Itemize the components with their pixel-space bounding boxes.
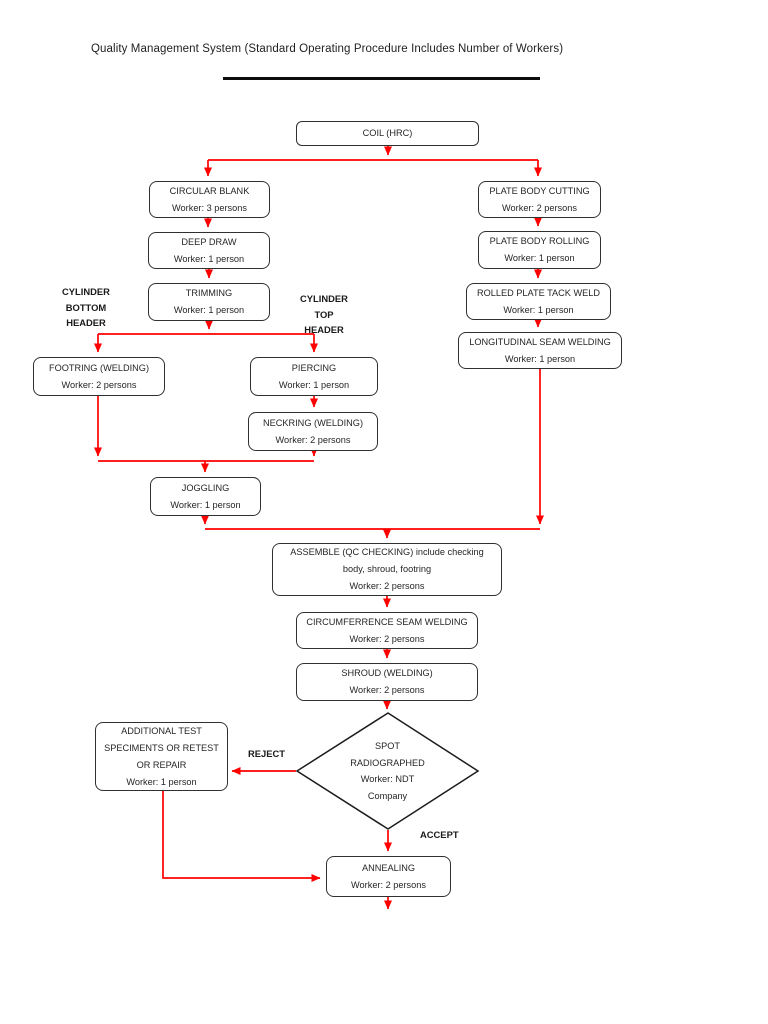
node-label: CIRCUMFERRENCE SEAM WELDING [306, 616, 468, 627]
node-coil: COIL (HRC) [296, 121, 479, 146]
node-label: JOGGLING [181, 482, 230, 493]
node-label: SHROUD (WELDING) [341, 668, 433, 678]
node-label: FOOTRING (WELDING) [48, 362, 150, 373]
node-piercing: PIERCING Worker: 1 person [250, 357, 378, 396]
node-worker-count: Worker: 2 persons [349, 633, 425, 644]
connector-retest-annealing [162, 791, 321, 882]
node-label: NECKRING (WELDING) [262, 417, 364, 428]
decision-diamond-shape [295, 712, 480, 830]
node-worker-count: Worker: 1 person [504, 253, 575, 263]
node-deep-draw: DEEP DRAW Worker: 1 person [148, 232, 270, 269]
node-worker-count: Worker: 2 persons [275, 434, 351, 445]
node-worker-count: Worker: 1 person [126, 776, 197, 787]
node-label: DEEP DRAW [181, 236, 237, 247]
node-longitudinal-seam-welding: LONGITUDINAL SEAM WELDING Worker: 1 pers… [458, 332, 622, 369]
title-underline [223, 77, 540, 80]
node-circular-blank: CIRCULAR BLANK Worker: 3 persons [149, 181, 270, 218]
node-plate-body-cutting: PLATE BODY CUTTING Worker: 2 persons [478, 181, 601, 218]
node-additional-test-retest-repair: ADDITIONAL TEST SPECIMENTS OR RETEST OR … [95, 722, 228, 791]
node-worker-count: Worker: 2 persons [349, 685, 425, 695]
node-label: PLATE BODY CUTTING [489, 185, 590, 196]
node-plate-body-rolling: PLATE BODY ROLLING Worker: 1 person [478, 231, 601, 269]
node-assemble-qc-checking: ASSEMBLE (QC CHECKING) include checking … [272, 543, 502, 596]
page-title: Quality Management System (Standard Oper… [91, 43, 564, 55]
node-label: LONGITUDINAL SEAM WELDING [469, 336, 611, 347]
node-worker-count: Worker: 2 persons [502, 202, 577, 213]
node-worker-count: Worker: 1 person [278, 379, 350, 390]
node-label: SPOT RADIOGRAPHED [350, 741, 425, 768]
node-worker-count: Worker: 2 persons [349, 581, 425, 591]
node-worker-count: Worker: NDT Company [360, 774, 415, 801]
node-label: PLATE BODY ROLLING [489, 236, 590, 246]
node-worker-count: Worker: 1 person [173, 305, 245, 315]
node-worker-count: Worker: 1 person [503, 304, 574, 315]
node-worker-count: Worker: 2 persons [351, 879, 426, 890]
node-worker-count: Worker: 2 persons [61, 379, 137, 390]
node-label: ADDITIONAL TEST SPECIMENTS OR RETEST OR … [104, 725, 219, 770]
node-label: COIL (HRC) [362, 128, 413, 138]
node-label: CIRCULAR BLANK [169, 185, 250, 196]
node-label: ANNEALING [361, 862, 416, 873]
node-worker-count: Worker: 1 person [170, 499, 241, 510]
node-circumference-seam-welding: CIRCUMFERRENCE SEAM WELDING Worker: 2 pe… [296, 612, 478, 649]
node-neckring-welding: NECKRING (WELDING) Worker: 2 persons [248, 412, 378, 451]
node-spot-radiographed: SPOT RADIOGRAPHED Worker: NDT Company [332, 738, 443, 804]
node-label: ROLLED PLATE TACK WELD [476, 287, 601, 298]
label-cylinder-bottom-header: CYLINDER BOTTOM HEADER [62, 286, 110, 328]
node-shroud-welding: SHROUD (WELDING) Worker: 2 persons [296, 663, 478, 701]
node-annealing: ANNEALING Worker: 2 persons [326, 856, 451, 897]
label-cylinder-top-header: CYLINDER TOP HEADER [300, 293, 348, 335]
node-footring-welding: FOOTRING (WELDING) Worker: 2 persons [33, 357, 165, 396]
node-label: ASSEMBLE (QC CHECKING) include checking … [290, 547, 484, 574]
node-worker-count: Worker: 1 person [173, 253, 245, 264]
node-joggling: JOGGLING Worker: 1 person [150, 477, 261, 516]
node-trimming: TRIMMING Worker: 1 person [148, 283, 270, 321]
node-worker-count: Worker: 3 persons [172, 202, 247, 213]
node-label: PIERCING [291, 362, 337, 373]
node-worker-count: Worker: 1 person [504, 353, 576, 364]
label-reject: REJECT [248, 748, 285, 759]
label-accept: ACCEPT [420, 829, 459, 840]
node-label: TRIMMING [185, 288, 233, 298]
node-rolled-plate-tack-weld: ROLLED PLATE TACK WELD Worker: 1 person [466, 283, 611, 320]
